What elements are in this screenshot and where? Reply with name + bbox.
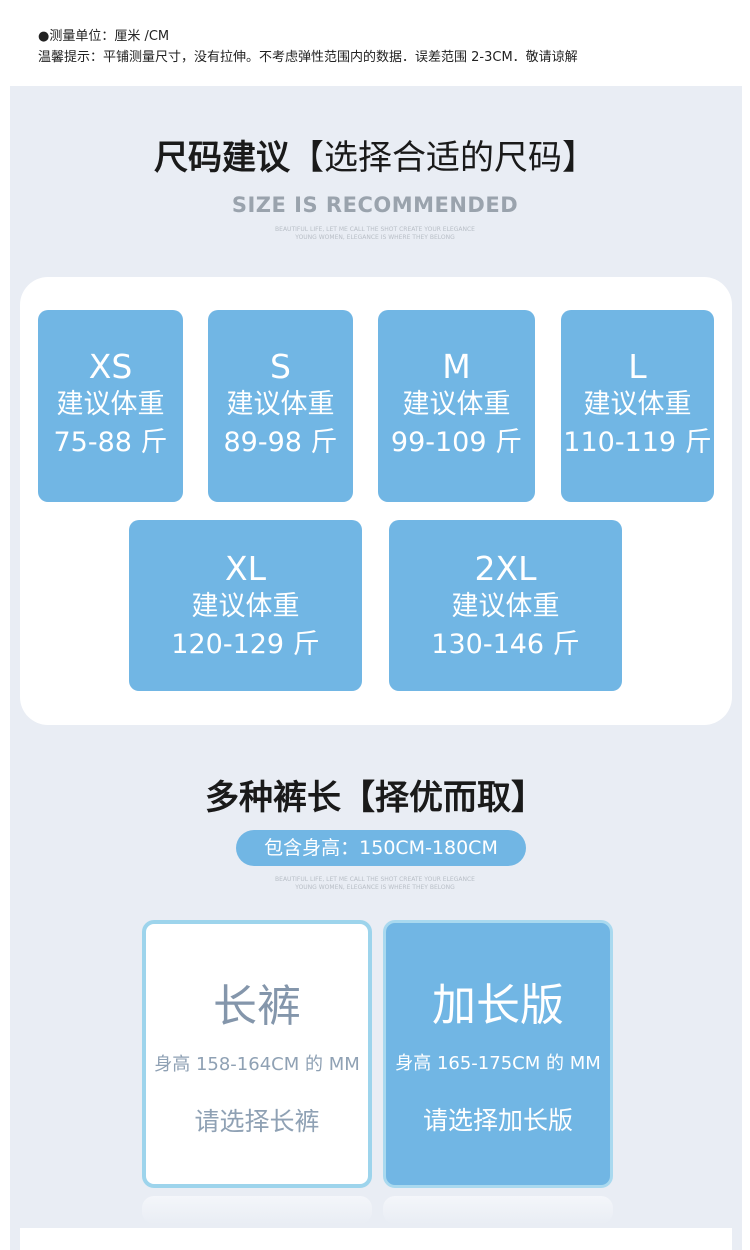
tagline-line-2: YOUNG WOMEN, ELEGANCE IS WHERE THEY BELO… (295, 884, 455, 891)
length-name: 加长版 (432, 980, 564, 1031)
size-title-bracket: 【选择合适的尺码】 (290, 138, 596, 178)
tagline-line-2: YOUNG WOMEN, ELEGANCE IS WHERE THEY BELO… (295, 234, 455, 241)
card-reflection (142, 1196, 372, 1224)
size-name: 2XL (474, 549, 537, 588)
length-height-desc: 身高 158-164CM 的 MM (154, 1054, 360, 1075)
size-label: 建议体重 (56, 389, 165, 420)
length-height-desc: 身高 165-175CM 的 MM (395, 1053, 601, 1074)
size-label: 建议体重 (226, 389, 335, 420)
length-select-prompt: 请选择长裤 (194, 1107, 320, 1136)
size-label: 建议体重 (191, 591, 300, 622)
size-section-subtitle: SIZE IS RECOMMENDED (231, 193, 519, 217)
size-name: L (628, 347, 647, 386)
size-weight: 89-98 斤 (223, 427, 338, 458)
tip-note: 温馨提示：平铺测量尺寸，没有拉伸。不考虑弹性范围内的数据．误差范围 2-3CM．… (38, 50, 578, 65)
bottom-card-edge (20, 1228, 732, 1250)
size-weight: 99-109 斤 (390, 427, 523, 458)
size-title-bold: 尺码建议 (154, 138, 290, 178)
size-name: XS (88, 347, 133, 386)
size-weight: 120-129 斤 (171, 629, 320, 660)
height-range-pill: 包含身高：150CM-180CM (236, 830, 526, 866)
size-weight: 75-88 斤 (53, 427, 168, 458)
size-box-2xl: 2XL 建议体重 130-146 斤 (389, 520, 622, 691)
size-section-title: 尺码建议【选择合适的尺码】 (0, 130, 750, 179)
card-reflection (383, 1196, 613, 1224)
size-label: 建议体重 (402, 389, 511, 420)
measurement-notes: ●测量单位：厘米 /CM 温馨提示：平铺测量尺寸，没有拉伸。不考虑弹性范围内的数… (38, 26, 578, 68)
unit-note: ●测量单位：厘米 /CM (38, 29, 170, 44)
length-select-prompt: 请选择加长版 (422, 1106, 573, 1135)
size-box-l: L 建议体重 110-119 斤 (561, 310, 714, 502)
size-label: 建议体重 (583, 389, 692, 420)
size-name: XL (225, 549, 266, 588)
size-name: S (270, 347, 291, 386)
size-box-xl: XL 建议体重 120-129 斤 (129, 520, 362, 691)
size-box-s: S 建议体重 89-98 斤 (208, 310, 353, 502)
size-weight: 130-146 斤 (431, 629, 580, 660)
size-box-m: M 建议体重 99-109 斤 (378, 310, 535, 502)
length-name: 长裤 (213, 981, 301, 1032)
size-label: 建议体重 (451, 591, 560, 622)
tagline-line-1: BEAUTIFUL LIFE, LET ME CALL THE SHOT CRE… (275, 876, 475, 883)
length-option-extended[interactable]: 加长版 身高 165-175CM 的 MM 请选择加长版 (383, 920, 613, 1188)
length-section-title: 多种裤长【择优而取】 (205, 778, 545, 818)
size-weight: 110-119 斤 (563, 427, 712, 458)
tagline-line-1: BEAUTIFUL LIFE, LET ME CALL THE SHOT CRE… (275, 226, 475, 233)
size-box-xs: XS 建议体重 75-88 斤 (38, 310, 183, 502)
length-option-long[interactable]: 长裤 身高 158-164CM 的 MM 请选择长裤 (142, 920, 372, 1188)
size-name: M (442, 347, 471, 386)
